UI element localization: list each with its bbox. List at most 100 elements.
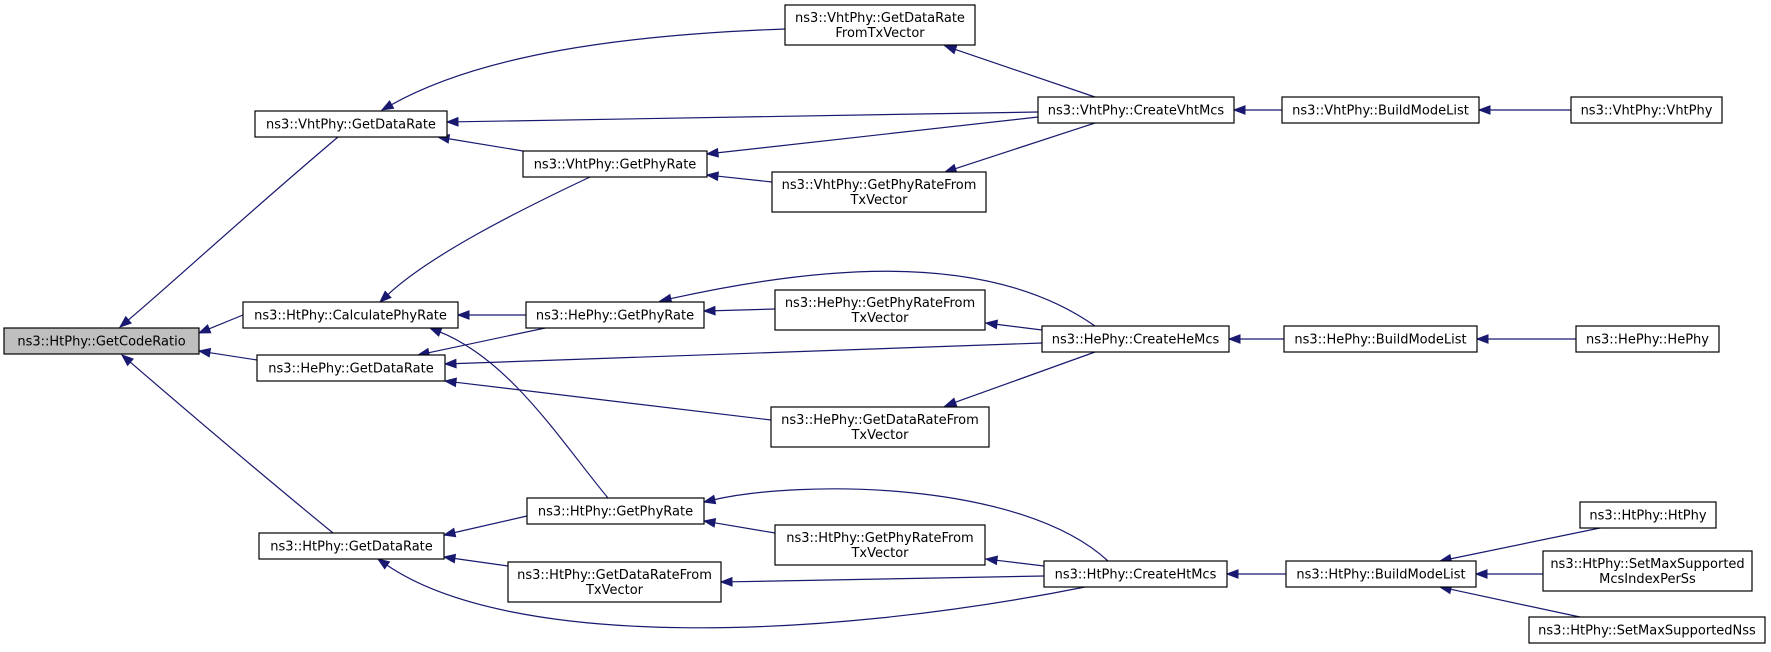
function-node[interactable]: ns3::VhtPhy::BuildModeList (1281, 96, 1480, 124)
node-label: ns3::VhtPhy::GetPhyRate (534, 158, 697, 173)
node-label: TxVector (849, 193, 908, 208)
arrowhead-icon (120, 354, 134, 367)
edge-n19-to-n16 (1225, 569, 1286, 579)
node-box (3, 327, 200, 355)
edge-line (454, 342, 1043, 365)
node-label: ns3::VhtPhy::BuildModeList (1292, 104, 1469, 119)
node-label: ns3::HePhy::HePhy (1586, 333, 1709, 348)
function-node[interactable]: ns3::VhtPhy::VhtPhy (1570, 96, 1723, 124)
edge-line (954, 351, 1096, 404)
edge-line (954, 48, 1096, 98)
arrowhead-icon (1232, 105, 1246, 115)
arrowhead-icon (118, 315, 132, 328)
edge-line (439, 331, 609, 499)
edge-line (208, 351, 258, 361)
arrowhead-icon (1227, 334, 1241, 344)
node-label: ns3::VhtPhy::GetDataRate (795, 11, 965, 26)
node-box (1575, 325, 1720, 353)
node-box (1037, 96, 1235, 124)
edge-line (208, 314, 244, 330)
function-node[interactable]: ns3::HePhy::CreateHeMcs (1041, 325, 1230, 353)
edge-n14-to-n1 (445, 111, 1039, 127)
node-box (254, 110, 448, 138)
arrowhead-icon (1474, 569, 1488, 579)
edge-n14-to-n6 (705, 116, 1039, 158)
edge-n10-to-n3 (443, 377, 772, 421)
edge-n18-to-n15 (1227, 334, 1284, 344)
function-node[interactable]: ns3::HtPhy::HtPhy (1579, 501, 1717, 529)
arrowhead-icon (445, 116, 459, 127)
edge-line (995, 559, 1045, 567)
edge-n7-to-n6 (705, 171, 773, 183)
edge-line (1449, 588, 1581, 618)
edge-line (730, 575, 1045, 583)
node-label: ns3::VhtPhy::GetDataRate (266, 118, 436, 133)
node-label: ns3::HtPhy::BuildModeList (1296, 568, 1465, 583)
edge-n14-to-n7 (943, 122, 1096, 174)
node-label: ns3::HePhy::GetPhyRateFrom (785, 296, 975, 311)
node-label: TxVector (850, 428, 909, 443)
node-label: ns3::VhtPhy::GetPhyRateFrom (782, 178, 977, 193)
arrowhead-icon (943, 163, 958, 174)
node-box (1043, 560, 1228, 588)
function-node[interactable]: ns3::HtPhy::GetPhyRate (526, 497, 705, 525)
function-node[interactable]: ns3::HtPhy::SetMaxSupportedNss (1528, 616, 1766, 644)
edge-line (995, 323, 1043, 331)
edge-line (453, 557, 509, 567)
function-node[interactable]: ns3::HePhy::GetPhyRate (525, 301, 705, 329)
function-node[interactable]: ns3::HePhy::GetDataRate (256, 354, 446, 382)
arrowhead-icon (442, 527, 457, 538)
node-box (1528, 616, 1766, 644)
arrowhead-icon (197, 347, 212, 358)
arrowhead-icon (984, 319, 999, 330)
root-function-node[interactable]: ns3::HtPhy::GetCodeRatio (3, 327, 200, 355)
node-box (258, 532, 445, 560)
node-label: FromTxVector (835, 26, 925, 41)
edge-n2-to-n0 (197, 314, 244, 334)
function-node[interactable]: ns3::VhtPhy::GetPhyRate (522, 150, 708, 178)
node-label: ns3::HtPhy::CalculatePhyRate (254, 309, 447, 324)
function-node[interactable]: ns3::HePhy::BuildModeList (1283, 325, 1478, 353)
function-node[interactable]: ns3::HtPhy::CalculatePhyRate (242, 301, 459, 329)
edge-n9-to-n8 (702, 305, 776, 316)
edge-n16-to-n12 (984, 555, 1045, 567)
function-node[interactable]: ns3::HePhy::HePhy (1575, 325, 1720, 353)
arrowhead-icon (1225, 569, 1239, 579)
edge-line (386, 176, 591, 296)
edge-n14-to-n5 (943, 45, 1096, 98)
arrowhead-icon (1477, 105, 1491, 115)
edge-line (716, 116, 1039, 154)
edge-n16-to-n13 (719, 575, 1045, 587)
node-label: ns3::HtPhy::GetPhyRate (538, 505, 693, 520)
node-box (242, 301, 459, 329)
arrowhead-icon (443, 377, 458, 388)
function-node[interactable]: ns3::HtPhy::BuildModeList (1285, 560, 1477, 588)
node-box (526, 497, 705, 525)
edge-line (456, 111, 1039, 123)
function-node[interactable]: ns3::HtPhy::GetDataRate (258, 532, 445, 560)
edge-n23-to-n19 (1474, 569, 1543, 579)
function-node[interactable]: ns3::HtPhy::CreateHtMcs (1043, 560, 1228, 588)
arrowhead-icon (376, 558, 391, 570)
function-node[interactable]: ns3::VhtPhy::CreateVhtMcs (1037, 96, 1235, 124)
node-box (525, 301, 705, 329)
nodes-layer: ns3::HtPhy::GetCodeRatio ns3::VhtPhy::Get… (3, 4, 1766, 644)
edge-line (454, 381, 772, 421)
arrowhead-icon (428, 327, 443, 337)
arrowhead-icon (443, 358, 457, 369)
arrowhead-icon (378, 290, 392, 303)
node-box (1283, 325, 1478, 353)
edge-n17-to-n14 (1232, 105, 1282, 115)
edge-n15-to-n10 (943, 351, 1096, 407)
edge-n15-to-n3 (443, 342, 1043, 369)
edge-line (716, 175, 773, 183)
node-label: ns3::HtPhy::SetMaxSupported (1550, 557, 1744, 572)
function-node[interactable]: ns3::VhtPhy::GetDataRate (254, 110, 448, 138)
